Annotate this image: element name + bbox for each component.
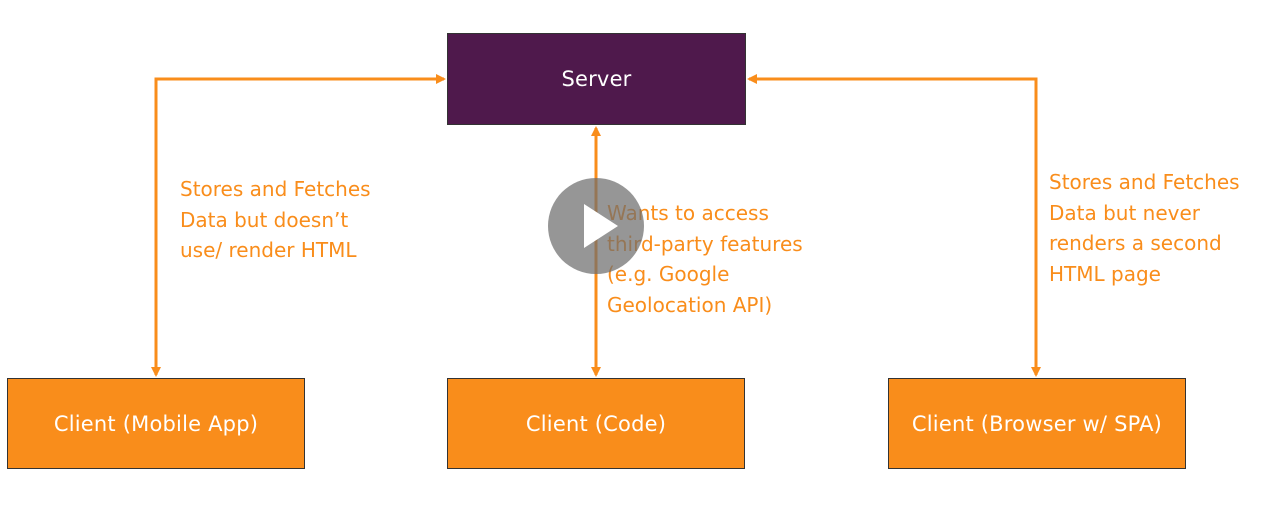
note-mobile-app: Stores and Fetches Data but doesn’t use/… <box>180 177 371 262</box>
video-play-button[interactable] <box>548 178 644 274</box>
client-code-node: Client (Code) <box>447 378 745 469</box>
connector-browser-server <box>747 74 1041 377</box>
client-mobile-app-node: Client (Mobile App) <box>7 378 305 469</box>
play-icon <box>584 204 618 248</box>
client-browser-spa-node: Client (Browser w/ SPA) <box>888 378 1186 469</box>
note-browser-spa: Stores and Fetches Data but never render… <box>1049 170 1240 286</box>
server-label: Server <box>561 67 632 91</box>
connector-mobile-server <box>151 74 446 377</box>
server-node: Server <box>447 33 746 125</box>
client-mobile-app-label: Client (Mobile App) <box>53 411 259 436</box>
client-browser-spa-label: Client (Browser w/ SPA) <box>911 411 1163 436</box>
client-code-label: Client (Code) <box>525 411 667 436</box>
